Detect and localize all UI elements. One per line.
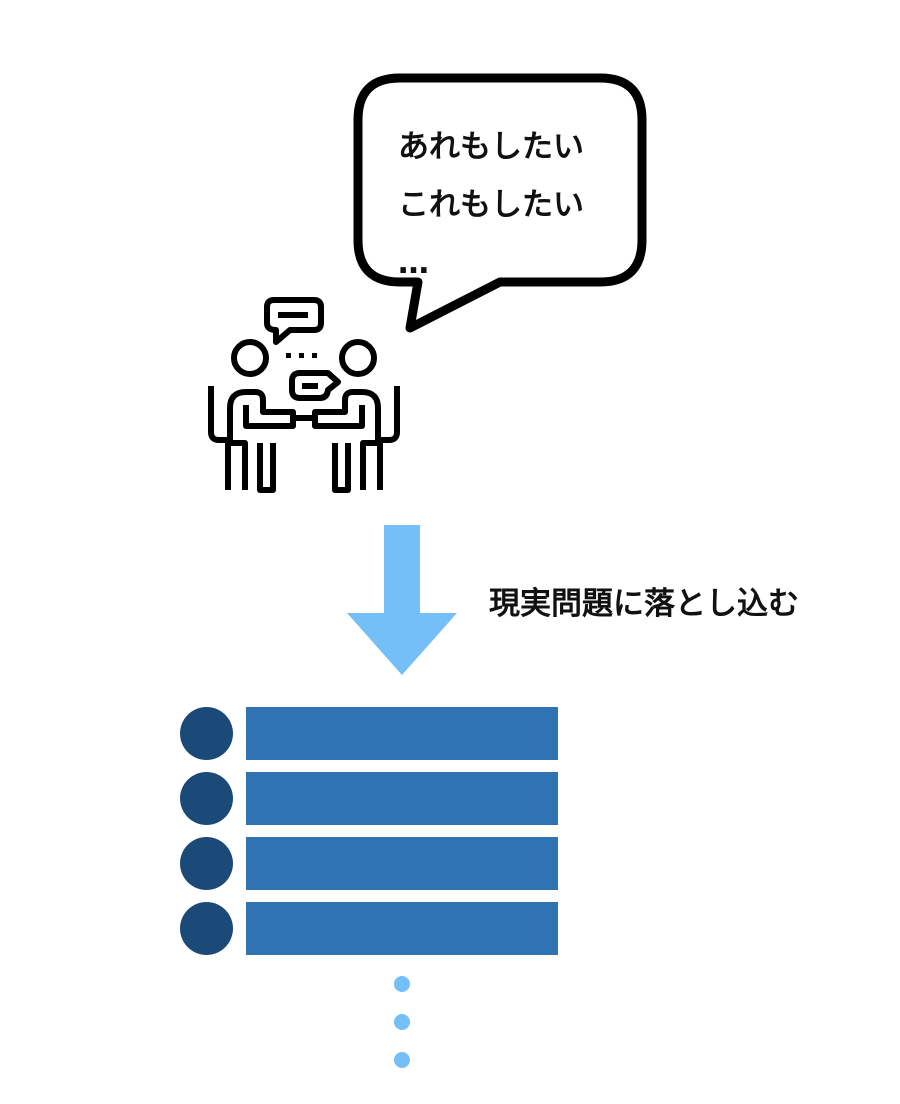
speech-line-1: あれもしたい — [398, 129, 584, 165]
list-bar — [246, 772, 558, 825]
list-bar — [246, 837, 558, 890]
list-row-3 — [180, 837, 560, 890]
down-arrow-icon — [347, 525, 457, 675]
bullet-circle-icon — [180, 902, 233, 955]
speech-line-3: … — [398, 245, 429, 281]
arrow-label: 現実問題に落とし込む — [489, 586, 799, 622]
bullet-circle-icon — [180, 772, 233, 825]
speech-bubble-text: あれもしたい これもしたい … — [398, 118, 638, 292]
meeting-two-people-icon — [208, 297, 400, 493]
list-row-4 — [180, 902, 560, 955]
bullet-circle-icon — [180, 707, 233, 760]
speech-bubble — [353, 73, 647, 333]
list-row-1 — [180, 707, 560, 760]
continuation-dot — [394, 976, 410, 992]
continuation-dot — [394, 1052, 410, 1068]
list-bar — [246, 707, 558, 760]
speech-line-2: これもしたい — [398, 187, 584, 223]
continuation-dot — [394, 1014, 410, 1030]
list-bar — [246, 902, 558, 955]
bullet-circle-icon — [180, 837, 233, 890]
list-row-2 — [180, 772, 560, 825]
